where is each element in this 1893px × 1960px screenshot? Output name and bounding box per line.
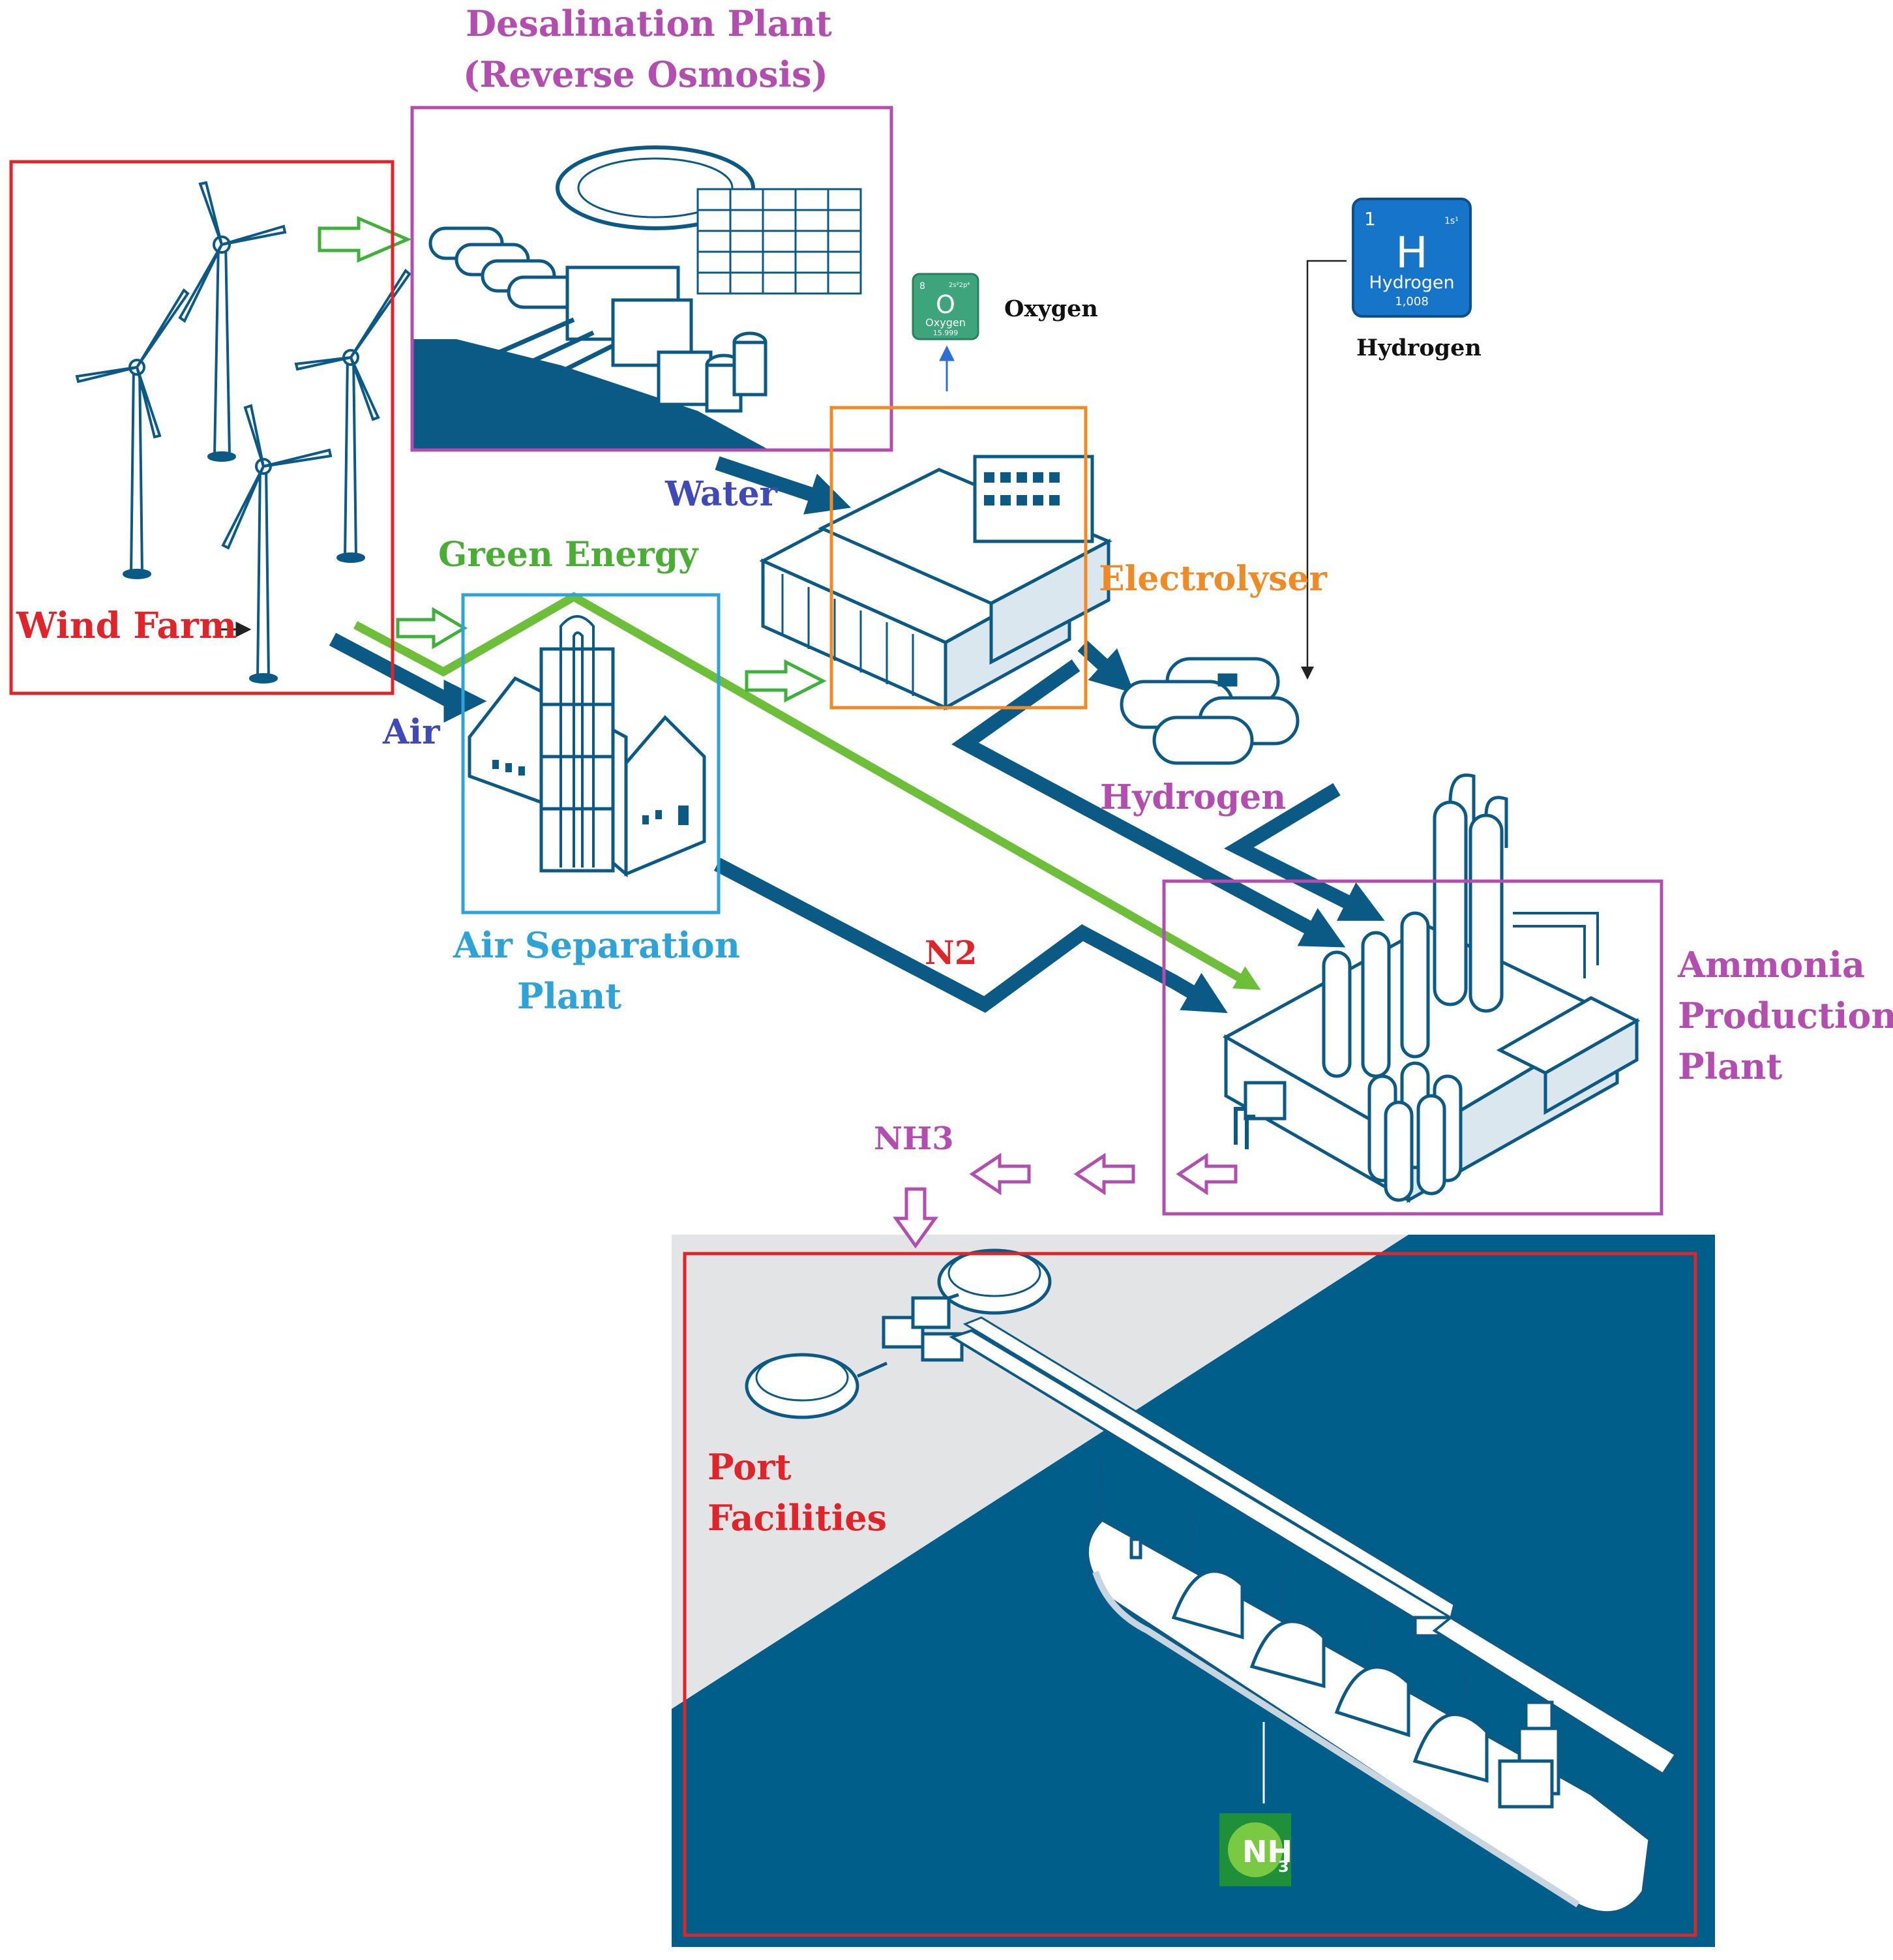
svg-text:1,008: 1,008 [1395, 295, 1429, 309]
turbine-3-icon [294, 269, 411, 563]
desalination-title-line1: Desalination Plant [466, 3, 832, 44]
air-separation-illustration [468, 615, 706, 878]
wind-turbines [75, 181, 411, 684]
green-arrow-to-desal [318, 216, 412, 263]
green-energy-line [353, 592, 1261, 990]
nh3-arrow-down [893, 1187, 938, 1249]
svg-text:1: 1 [1364, 208, 1376, 230]
air-label: Air [382, 712, 440, 752]
oxygen-label: Oxygen [1004, 295, 1098, 322]
electrolyser-label: Electrolyser [1099, 559, 1328, 599]
n2-pipe [713, 858, 1228, 1014]
boxes [9, 106, 1697, 1937]
svg-text:O: O [936, 290, 955, 319]
svg-text:1s¹: 1s¹ [1444, 216, 1459, 226]
port-box [683, 1252, 1697, 1937]
water-pipe [715, 456, 852, 515]
wind-farm-label: Wind Farm [16, 604, 237, 646]
air-separation-label-line2: Plant [517, 975, 621, 1017]
turbine-2-icon [75, 288, 190, 579]
desalination-title-line2: (Reverse Osmosis) [463, 53, 828, 95]
hydrogen-element-icon: 1 1s¹ H Hydrogen 1,008 [1352, 198, 1472, 318]
oxygen-element-icon: 8 2s²2p⁴ O Oxygen 15.999 [912, 273, 979, 340]
ammonia-label-line3: Plant [1678, 1046, 1782, 1087]
green-arrow-to-airsep [396, 607, 468, 650]
svg-text:15.999: 15.999 [933, 329, 959, 337]
svg-text:2s²2p⁴: 2s²2p⁴ [949, 282, 970, 289]
svg-text:H: H [1395, 228, 1428, 278]
green-arrows [318, 216, 827, 703]
labels: Desalination Plant (Reverse Osmosis) Win… [16, 3, 1893, 1539]
ammonia-plant-illustration [1222, 774, 1641, 1203]
electrolyser-to-tanks-pipe [1077, 640, 1135, 693]
wind-farm-box [9, 160, 395, 695]
electrolyser-to-ammonia-pipe [951, 659, 1346, 948]
electrolyser-box [829, 406, 1088, 710]
nh3-badge: NH 3 [1219, 1813, 1292, 1886]
hydrogen-flow-label: Hydrogen [1100, 777, 1286, 817]
turbine-4-icon [221, 404, 333, 684]
desalination-box [410, 106, 893, 452]
nh3-arrows [893, 1153, 1238, 1249]
nh3-badge-text: NH [1242, 1834, 1292, 1869]
tanks-to-ammonia-pipe [1224, 783, 1385, 921]
hydrogen-tanks-illustration [1120, 657, 1300, 765]
nh3-flow-label: NH3 [874, 1121, 954, 1157]
water-label: Water [664, 474, 778, 514]
air-separation-label-line1: Air Separation [453, 924, 740, 966]
ammonia-plant-box [1162, 879, 1663, 1216]
turbine-1-icon [178, 181, 287, 462]
nh3-arrow-2 [1073, 1153, 1135, 1196]
port-label-line1: Port [708, 1446, 792, 1488]
green-arrow-to-electrolyser [745, 659, 827, 703]
n2-label: N2 [925, 933, 977, 972]
electrolyser-illustration [759, 455, 1112, 711]
port-label-line2: Facilities [708, 1497, 887, 1539]
desalination-plant-illustration [412, 145, 893, 450]
hydrogen-connector-line [1301, 260, 1347, 680]
nh3-arrow-1 [1176, 1153, 1238, 1196]
nh3-arrow-3 [969, 1153, 1031, 1196]
port-illustration [745, 1248, 1678, 1915]
air-separation-box [461, 593, 721, 914]
ammonia-label-line2: Production [1678, 995, 1893, 1036]
svg-text:8: 8 [919, 281, 925, 292]
hydrogen-tile-label: Hydrogen [1356, 335, 1482, 361]
svg-text:Oxygen: Oxygen [925, 316, 966, 329]
green-energy-label: Green Energy [438, 535, 699, 575]
ammonia-label-line1: Ammonia [1677, 944, 1865, 986]
svg-text:Hydrogen: Hydrogen [1369, 273, 1454, 293]
nh3-badge-subscript: 3 [1278, 1858, 1289, 1876]
